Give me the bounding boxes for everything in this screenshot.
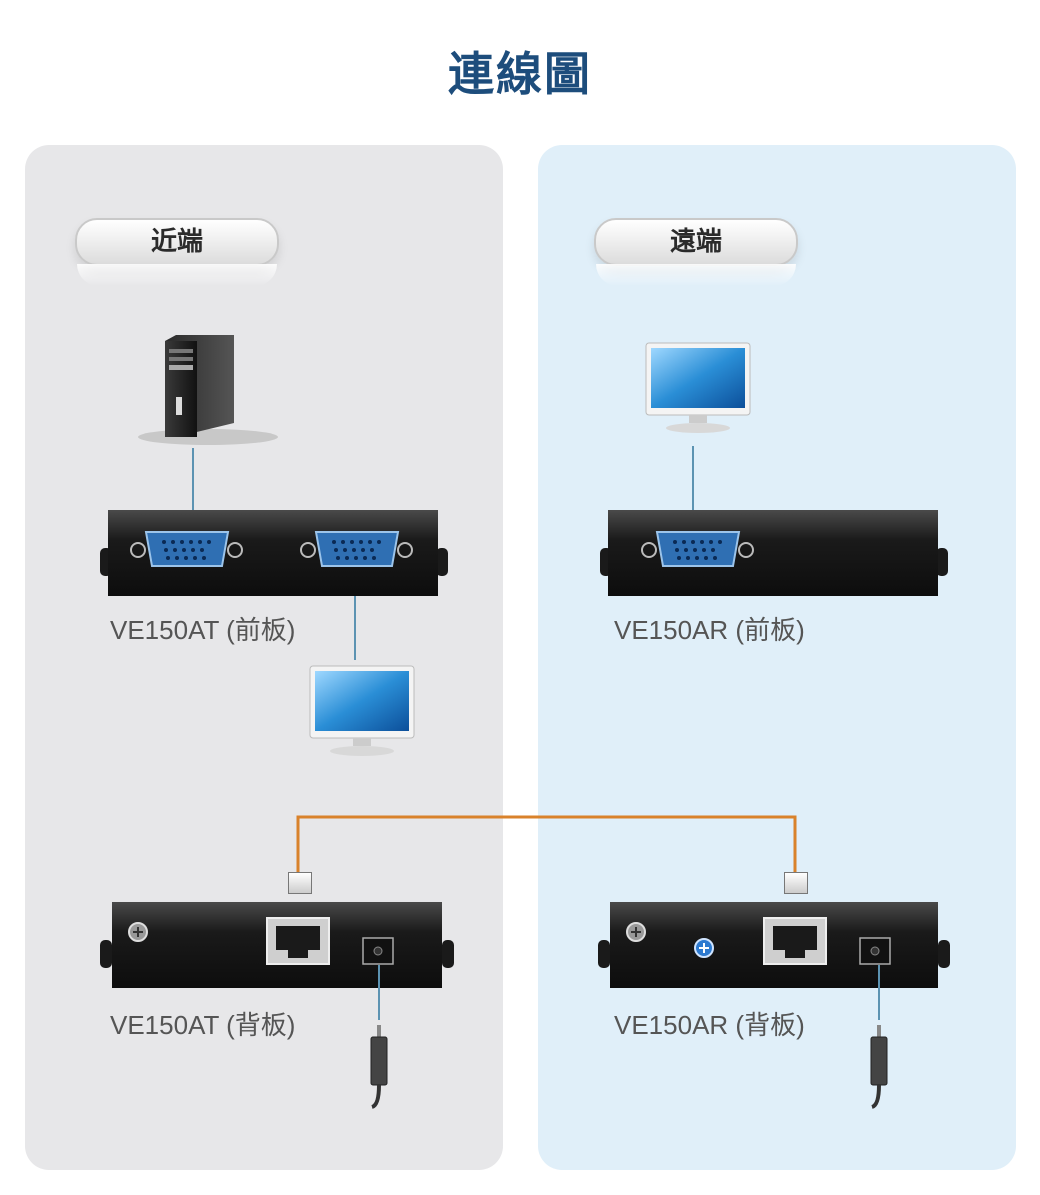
ve150at-back-panel bbox=[100, 902, 454, 988]
vga-port-icon bbox=[130, 531, 243, 567]
cat5-connector bbox=[784, 872, 808, 894]
ground-screw-icon bbox=[128, 922, 148, 942]
transmitter-to-local-monitor-cable bbox=[354, 580, 356, 660]
ve150at-front-panel bbox=[100, 510, 448, 596]
ve150at-back-label: VE150AT (背板) bbox=[110, 1010, 296, 1040]
rj45-port-icon bbox=[266, 917, 330, 965]
pc-to-transmitter-cable bbox=[192, 448, 194, 533]
ve150ar-back-panel bbox=[598, 902, 950, 988]
ground-screw-icon bbox=[626, 922, 646, 942]
ve150ar-front-panel bbox=[600, 510, 948, 596]
vga-port-icon bbox=[300, 531, 413, 567]
vga-port-icon bbox=[641, 531, 754, 567]
far-end-badge: 遠端 bbox=[594, 218, 798, 266]
rj45-port-icon bbox=[763, 917, 827, 965]
cat5-connector bbox=[288, 872, 312, 894]
far-end-panel bbox=[538, 145, 1016, 1170]
ve150ar-back-label: VE150AR (背板) bbox=[614, 1010, 805, 1040]
computer-tower-icon bbox=[138, 335, 278, 445]
page-title: 連線圖 bbox=[448, 47, 592, 101]
adjust-knob-icon bbox=[694, 938, 714, 958]
near-end-badge: 近端 bbox=[75, 218, 279, 266]
near-end-panel bbox=[25, 145, 503, 1170]
power-jack-icon bbox=[859, 937, 891, 965]
power-jack-icon bbox=[362, 937, 394, 965]
far-end-badge-reflection bbox=[596, 264, 796, 286]
ve150ar-front-label: VE150AR (前板) bbox=[614, 615, 805, 645]
near-end-badge-reflection bbox=[77, 264, 277, 286]
power-plug-icon bbox=[370, 965, 388, 1109]
monitor-icon bbox=[645, 342, 751, 433]
ve150at-front-label: VE150AT (前板) bbox=[110, 615, 296, 645]
power-plug-icon bbox=[870, 965, 888, 1109]
receiver-to-remote-monitor-cable bbox=[692, 446, 694, 536]
monitor-icon bbox=[309, 665, 415, 756]
